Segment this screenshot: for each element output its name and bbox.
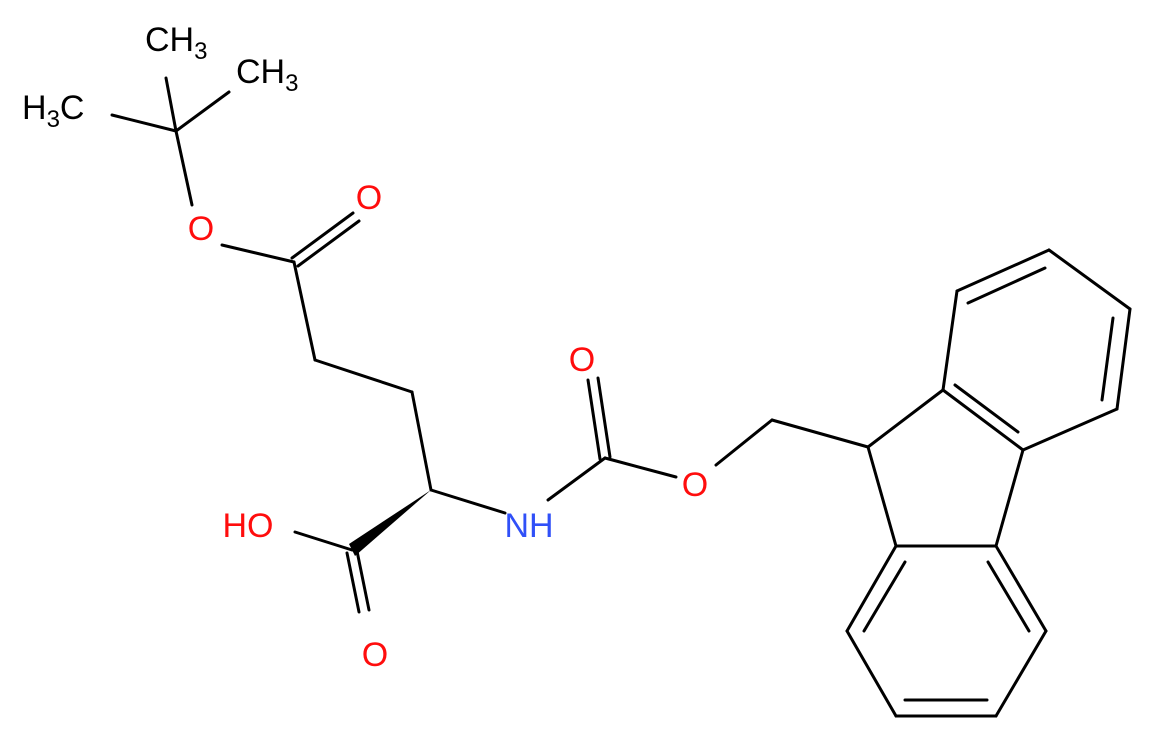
ch3-right-sub: 3 [285, 70, 298, 97]
h3c-left-c: C [60, 89, 85, 127]
h3c-left-label: H3C [22, 89, 84, 133]
bond-tbu-to-h3c-left [110, 113, 178, 133]
bond-c9-to-c9a [866, 388, 945, 449]
bond-tbu-to-ch3-right [174, 90, 231, 133]
bond-c4a-to-c4b [994, 448, 1025, 548]
bond-ch2-to-alpha-c [410, 390, 433, 492]
ester-ether-o-label: O [188, 210, 214, 248]
bond-ch2-to-ch2 [313, 358, 414, 394]
bond-ester-c-to-ch2 [292, 260, 317, 362]
bond-cooh-c-to-oh [293, 530, 354, 552]
bond-upper-ring-5 [1021, 407, 1119, 452]
bond-upper-ring-4 [1115, 307, 1132, 411]
bond-upper-ring-1 [941, 289, 959, 392]
bond-lower-ring-2 [845, 629, 898, 718]
bond-cooh-c-o-double-a [345, 551, 361, 614]
ch3-top-main: CH [145, 21, 194, 59]
bond-ester-c-o-double-a [290, 211, 355, 260]
h3c-left-h: H [22, 89, 47, 127]
bond-ester-o-to-carbonyl-c [220, 243, 296, 264]
ch3-right-label: CH3 [236, 53, 298, 97]
ch3-top-sub: 3 [194, 38, 207, 65]
bond-c9a-to-c4a [941, 388, 1025, 452]
bond-tbu-to-ch3-top [164, 76, 178, 133]
bond-upper-ring-inner-3 [1100, 316, 1115, 402]
bond-lower-ring-inner-3 [986, 560, 1031, 633]
acid-carbonyl-o-label: O [362, 636, 388, 674]
carbamate-carbonyl-o-label: O [569, 341, 595, 379]
bond-alpha-c-wedge-to-cooh [349, 490, 431, 556]
bond-carbamate-c-o-double-b [596, 376, 612, 459]
bond-lower-ring-inner-1 [862, 560, 907, 633]
bond-lower-ring-1 [845, 544, 898, 633]
bond-nh-to-carbamate-c [546, 456, 607, 502]
nh-label: NH [504, 507, 553, 545]
carbamate-ether-o-label: O [682, 466, 708, 504]
bond-c9-to-c8a [866, 445, 898, 548]
bond-lower-ring-4 [994, 629, 1048, 718]
bond-carbamate-c-o-double-a [586, 378, 602, 461]
bond-upper-ring-inner-2 [966, 266, 1047, 305]
bond-upper-ring-inner-1 [953, 383, 1020, 434]
ch3-top-label: CH3 [145, 21, 207, 65]
ester-carbonyl-o-label: O [356, 179, 382, 217]
bond-lower-ring-5 [994, 544, 1048, 633]
bond-upper-ring-2 [955, 248, 1051, 293]
bond-carbamate-c-to-ether-o [603, 456, 678, 479]
bond-ester-c-o-double-b [296, 219, 361, 268]
bond-upper-ring-3 [1047, 248, 1132, 311]
hydroxyl-label: HO [223, 507, 274, 545]
bond-ch2-to-fluorenyl-c9 [770, 418, 870, 449]
bond-tbu-to-ester-o [174, 129, 194, 207]
bond-alpha-c-to-nh [429, 488, 507, 515]
ch3-right-main: CH [236, 53, 285, 91]
h3c-left-sub: 3 [47, 106, 60, 133]
bond-ether-o-to-ch2 [714, 418, 774, 467]
bond-cooh-c-o-double-b [355, 549, 371, 612]
